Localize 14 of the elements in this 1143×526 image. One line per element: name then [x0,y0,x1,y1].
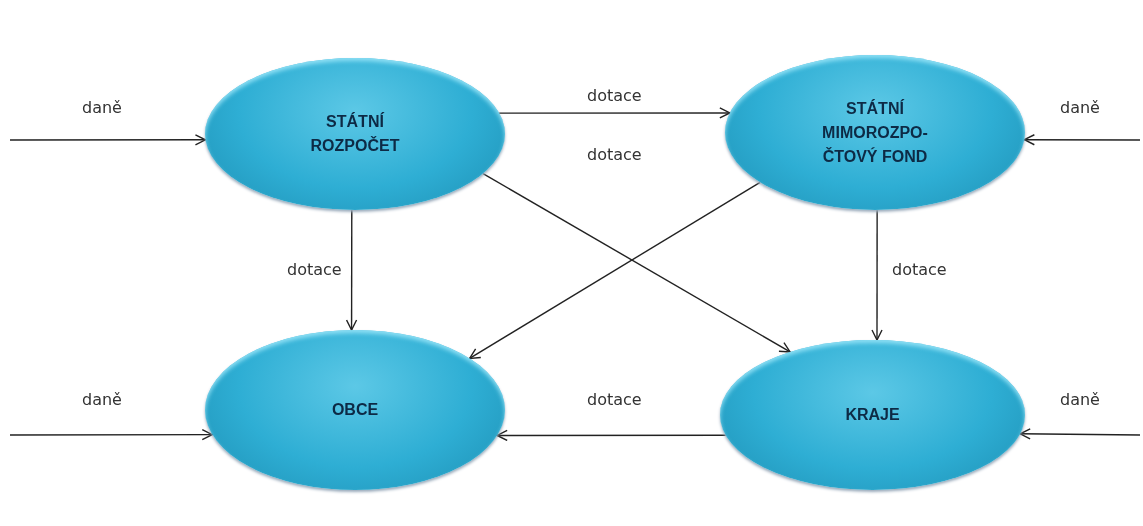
arrow [9,134,207,146]
arrow [1019,428,1141,440]
node-label: KRAJE [845,405,900,425]
arrow [498,107,731,119]
arrow [482,172,791,353]
arrow [468,181,761,360]
arrow [345,209,358,331]
arrow [9,428,213,441]
node-label: STÁTNÍ MIMOROZPO- ČTOVÝ FOND [821,98,929,167]
node-label: OBCE [331,400,379,420]
node-label: STÁTNÍ ROZPOČET [309,111,401,156]
arrow [1023,134,1141,146]
arrow [496,429,727,442]
arrow [871,209,883,341]
